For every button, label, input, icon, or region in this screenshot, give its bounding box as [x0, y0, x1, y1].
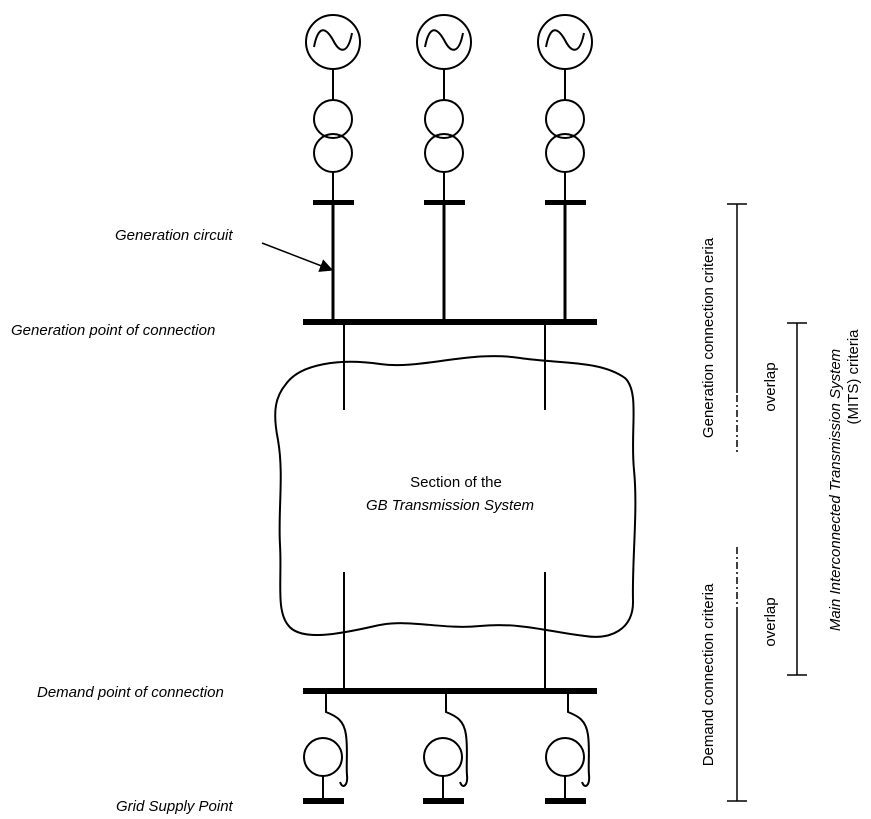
- demand-criteria-bracket: [727, 547, 747, 802]
- mits-criteria-label-line2: (MITS) criteria: [845, 329, 862, 425]
- generator-transformer-3: [545, 69, 585, 202]
- generation-criteria-bracket: [727, 203, 747, 455]
- generator-1: [305, 14, 361, 70]
- generator-3: [537, 14, 593, 70]
- mits-criteria-bracket: [787, 322, 807, 676]
- grid-supply-busbar-3: [545, 798, 586, 804]
- demand-poc-busbar: [303, 688, 597, 694]
- overlap-label-lower: overlap: [762, 597, 779, 646]
- demand-poc-label: Demand point of connection: [37, 684, 224, 701]
- transmission-system-cloud: [274, 355, 637, 638]
- generator-transformer-1: [313, 69, 353, 202]
- generation-circuit-label: Generation circuit: [115, 227, 233, 244]
- generator-busbar-2: [424, 200, 465, 205]
- upper-feeders: [343, 325, 546, 410]
- generator-transformer-2: [424, 69, 464, 202]
- demand-transformer-1: [303, 694, 349, 800]
- grid-supply-point-label: Grid Supply Point: [116, 798, 234, 815]
- generator-2: [416, 14, 472, 70]
- cloud-label-line2: GB Transmission System: [366, 497, 534, 514]
- overlap-label-upper: overlap: [762, 362, 779, 411]
- grid-supply-busbar-2: [423, 798, 464, 804]
- generation-poc-label: Generation point of connection: [11, 322, 215, 339]
- generation-criteria-label: Generation connection criteria: [700, 237, 717, 438]
- demand-criteria-label: Demand connection criteria: [700, 583, 717, 766]
- demand-transformer-3: [545, 694, 591, 800]
- generation-circuit-arrow: [261, 242, 334, 272]
- lower-feeders: [343, 572, 546, 690]
- grid-supply-busbar-1: [303, 798, 344, 804]
- generator-busbar-1: [313, 200, 354, 205]
- generator-busbar-3: [545, 200, 586, 205]
- cloud-label-line1: Section of the: [410, 474, 502, 491]
- demand-transformer-2: [423, 694, 469, 800]
- generation-circuits: [331, 205, 567, 321]
- mits-criteria-label-line1: Main Interconnected Transmission System: [827, 349, 844, 631]
- generation-poc-busbar: [303, 319, 597, 325]
